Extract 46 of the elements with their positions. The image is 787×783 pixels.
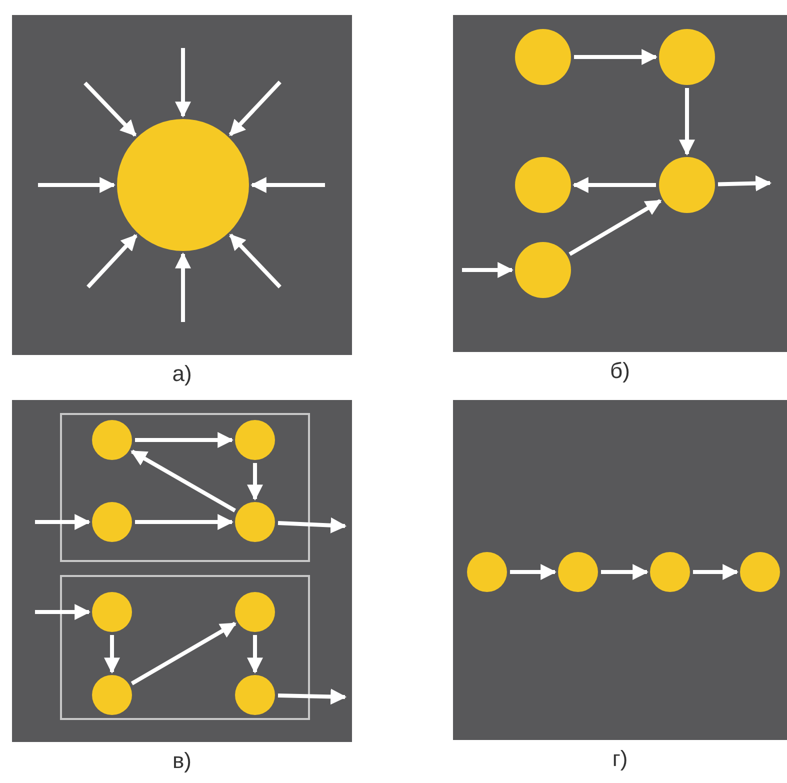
arrow (130, 622, 236, 686)
arrow (38, 177, 116, 193)
circle-node (740, 552, 780, 592)
circle-node (558, 552, 598, 592)
arrow (247, 635, 263, 674)
arrow (601, 564, 649, 580)
arrow (568, 199, 662, 256)
arrow (84, 82, 137, 137)
circle-node (92, 592, 132, 632)
panel-caption: а) (171, 361, 193, 387)
arrow (278, 688, 347, 705)
arrow (679, 88, 695, 156)
arrow (247, 463, 263, 501)
circle-node (92, 420, 132, 460)
arrow (135, 514, 234, 530)
arrow (693, 564, 739, 580)
arrow (510, 564, 557, 580)
panel-caption: в) (171, 748, 192, 774)
arrow (135, 432, 234, 448)
circle-node (235, 592, 275, 632)
circle-node (235, 675, 275, 715)
group-frame (60, 575, 310, 720)
arrow (228, 80, 282, 136)
arrow (574, 49, 658, 65)
group-frame (60, 413, 310, 562)
arrow (462, 262, 514, 278)
arrow (175, 252, 191, 322)
circle-node (467, 552, 507, 592)
arrow (104, 635, 120, 674)
circle-node (650, 552, 690, 592)
arrow (229, 234, 282, 288)
circle-node (92, 502, 132, 542)
arrow (86, 234, 138, 288)
arrow (718, 175, 772, 192)
arrow (572, 177, 656, 193)
arrow (35, 604, 91, 620)
panel-caption: б) (609, 358, 631, 384)
circle-node (92, 675, 132, 715)
arrow (278, 517, 347, 534)
arrow (130, 450, 236, 512)
panel-caption: г) (611, 746, 629, 772)
arrow (35, 514, 91, 530)
arrow (250, 177, 325, 193)
circle-node (235, 420, 275, 460)
circle-node (235, 502, 275, 542)
arrow (175, 48, 191, 118)
